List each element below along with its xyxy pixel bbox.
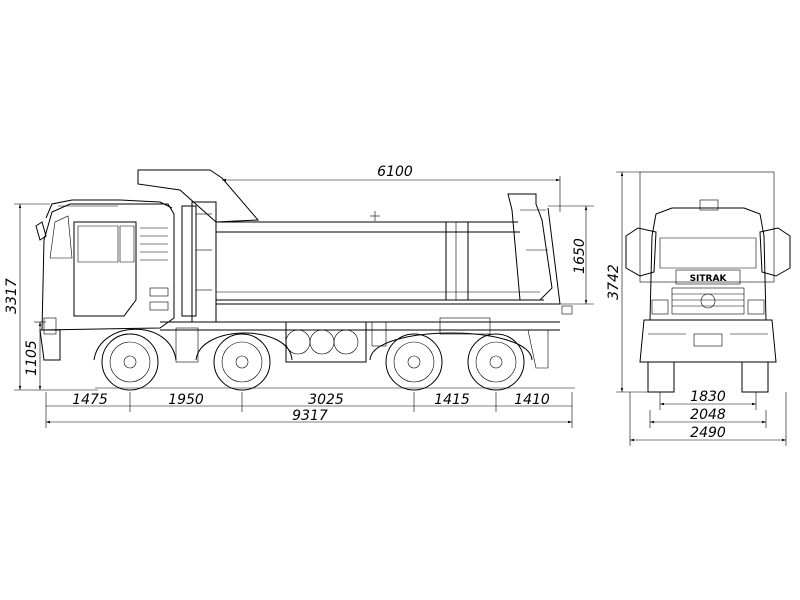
front-bumper xyxy=(639,319,777,363)
dim-track-width: 1830 xyxy=(690,389,726,405)
dim-overall-height: 3317 xyxy=(4,278,20,314)
wheel-2 xyxy=(213,333,271,391)
dim-cab-width: 2048 xyxy=(690,407,726,423)
dim-body-height: 1650 xyxy=(572,238,588,274)
mirrors xyxy=(625,227,791,277)
dim-rear-overhang: 1410 xyxy=(514,392,550,408)
wheel-3 xyxy=(385,333,443,391)
dim-wheelbase-2: 3025 xyxy=(308,392,344,408)
wheels xyxy=(101,333,525,391)
dim-front-overhang: 1475 xyxy=(72,392,108,408)
brand-text: SITRAK xyxy=(690,274,728,284)
dim-total-height: 3742 xyxy=(606,264,622,300)
dim-body-length: 6100 xyxy=(377,164,413,180)
front-view-dimensions: 3742 1830 2048 2490 xyxy=(606,171,787,446)
front-wheels xyxy=(647,361,769,393)
air-intake xyxy=(181,201,217,323)
side-view: 6100 1650 3317 1105 1475 xyxy=(4,164,594,428)
dim-overall-width: 2490 xyxy=(690,425,726,441)
dim-wheelbase-1: 1950 xyxy=(168,392,204,408)
front-view: SITRAK xyxy=(606,171,791,446)
chassis xyxy=(160,317,560,369)
side-view-dimensions: 6100 1650 3317 1105 1475 xyxy=(4,164,594,428)
dim-frame-height: 1105 xyxy=(24,340,40,376)
dump-body xyxy=(137,169,573,315)
dim-wheelbase-3: 1415 xyxy=(434,392,470,408)
front-cab: SITRAK xyxy=(649,199,767,321)
cab xyxy=(35,199,177,361)
dim-overall-length: 9317 xyxy=(292,408,328,424)
wheel-1 xyxy=(101,333,159,391)
wheel-4 xyxy=(467,333,525,391)
